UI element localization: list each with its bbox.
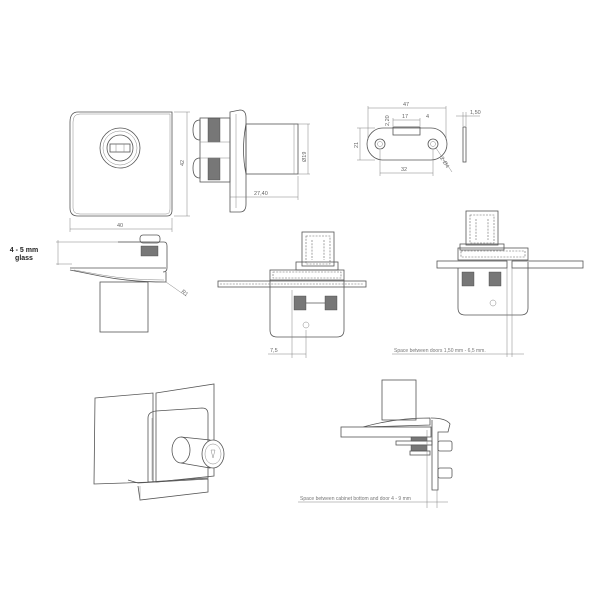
strike-hole-dim: 2-Ø4 (438, 156, 450, 170)
strike-slot-height-dim: 2,20 (385, 115, 391, 126)
glass-thickness-label: 4 - 5 mm glass (4, 247, 44, 263)
strike-height-dim: 21 (354, 142, 360, 148)
cabinet-note: Space between cabinet bottom and door 4 … (300, 496, 411, 502)
side-depth-dim: 27,40 (254, 191, 268, 197)
section-single-door: 7,5 (217, 231, 367, 358)
front-height-dim: 42 (180, 160, 186, 166)
strike-offset-dim: 4 (426, 114, 429, 120)
profile-view: R1 (56, 234, 189, 333)
single-offset-dim: 7,5 (270, 348, 278, 354)
section-cabinet: Space between cabinet bottom and door 4 … (298, 379, 453, 508)
side-view: Ø19 27,40 (192, 109, 310, 213)
double-door-note: Space between doors 1,50 mm - 6,5 mm. (394, 348, 486, 354)
isometric-view (93, 383, 225, 501)
strike-plate-view: 47 17 4 2,20 21 32 2-Ø4 1,50 (354, 102, 481, 176)
strike-thickness-dim: 1,50 (470, 110, 481, 116)
front-width-dim: 40 (117, 223, 123, 229)
glass-thickness-unit: glass (15, 255, 33, 262)
strike-hole-spacing-dim: 32 (401, 167, 407, 173)
side-diameter-dim: Ø19 (302, 152, 308, 162)
strike-width-dim: 47 (403, 102, 409, 108)
section-double-door: Space between doors 1,50 mm - 6,5 mm. (392, 210, 584, 357)
glass-thickness-value: 4 - 5 mm (9, 247, 39, 254)
profile-radius-dim: R1 (180, 289, 189, 298)
front-view: 40 42 (69, 111, 190, 232)
strike-slot-dim: 17 (402, 114, 408, 120)
